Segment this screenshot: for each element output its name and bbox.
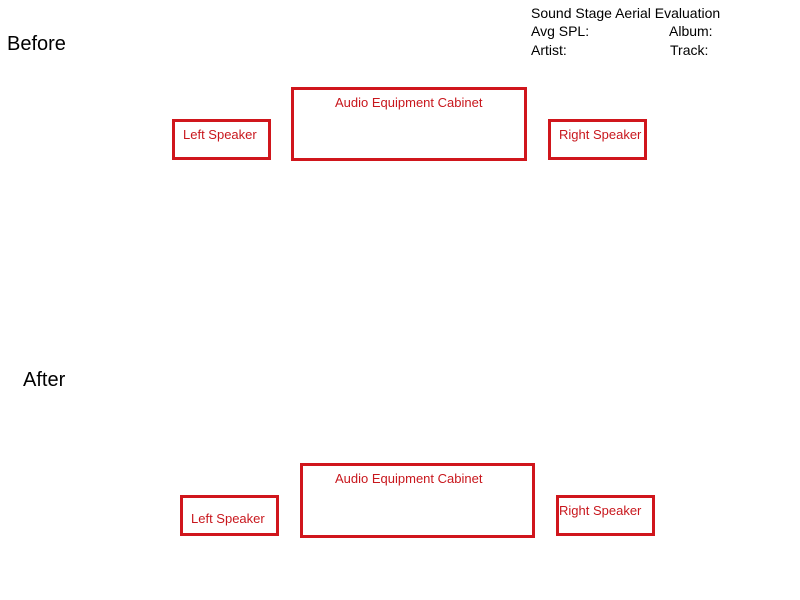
after-cabinet-label: Audio Equipment Cabinet bbox=[335, 471, 483, 486]
before-right-speaker-label: Right Speaker bbox=[559, 127, 642, 142]
before-right-speaker-box bbox=[548, 119, 647, 160]
track-label: Track: bbox=[670, 42, 709, 58]
after-left-speaker-box bbox=[180, 495, 279, 536]
after-left-speaker-label: Left Speaker bbox=[191, 511, 265, 526]
after-cabinet-box bbox=[300, 463, 535, 538]
before-cabinet-label: Audio Equipment Cabinet bbox=[335, 95, 483, 110]
before-left-speaker-box bbox=[172, 119, 271, 160]
artist-label: Artist: bbox=[531, 42, 567, 58]
before-label: Before bbox=[7, 33, 66, 55]
before-cabinet-box bbox=[291, 87, 527, 161]
album-label: Album: bbox=[669, 23, 713, 39]
after-label: After bbox=[23, 369, 66, 391]
evaluation-title: Sound Stage Aerial Evaluation bbox=[531, 5, 721, 21]
avg-spl-label: Avg SPL: bbox=[531, 23, 590, 39]
after-right-speaker-box bbox=[556, 495, 655, 536]
before-left-speaker-label: Left Speaker bbox=[183, 127, 257, 142]
after-right-speaker-label: Right Speaker bbox=[559, 503, 642, 518]
